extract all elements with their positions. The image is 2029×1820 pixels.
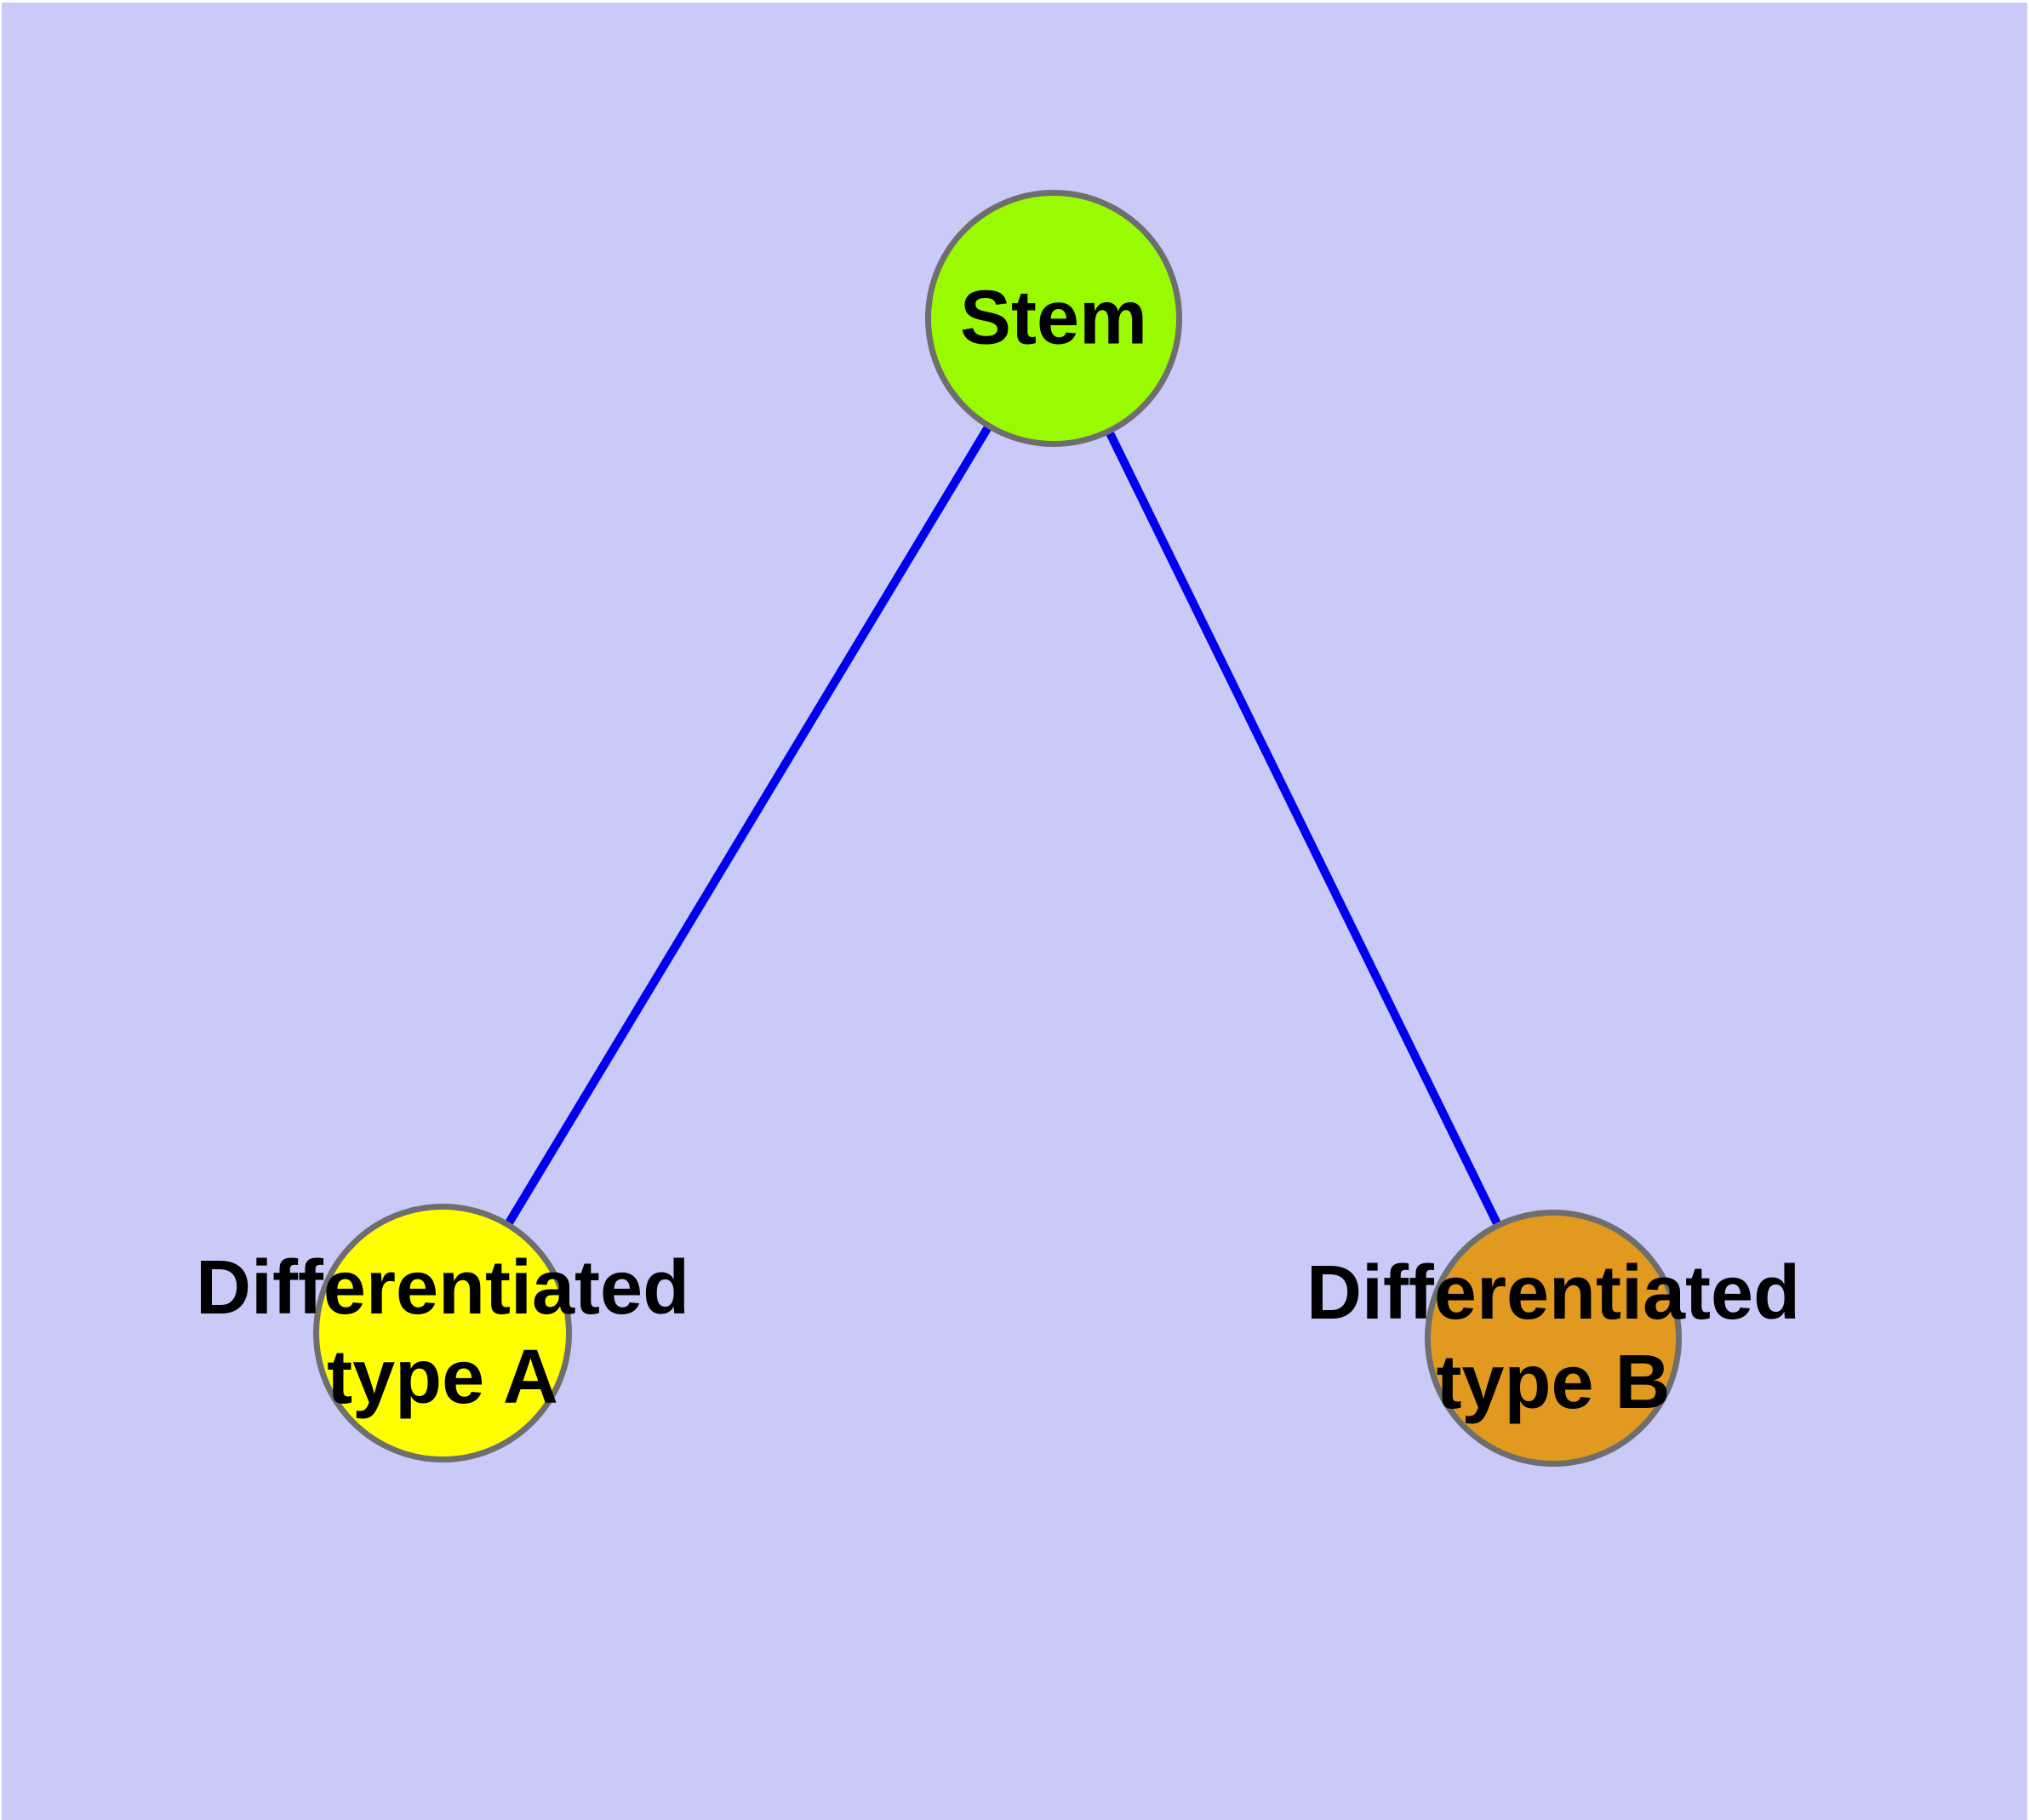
node-label-line: Differentiated [1306,1251,1801,1336]
node-differentiated-type-a [313,1204,572,1462]
node-differentiated-type-b [1425,1210,1682,1467]
node-label-line: type A [327,1335,558,1420]
node-label-line: Stem [959,275,1148,361]
node-stem-label: Stem [960,274,1147,363]
node-differentiated-type-b-label: Differentiated type B [1306,1249,1800,1428]
node-differentiated-type-a-label: Differentiated type A [196,1244,689,1422]
edge-stem-to-type-a [438,316,1058,1336]
node-label-line: Differentiated [195,1245,690,1331]
edge-stem-to-type-b [1049,316,1557,1341]
node-label-line: type B [1436,1340,1671,1425]
node-stem [925,190,1182,447]
